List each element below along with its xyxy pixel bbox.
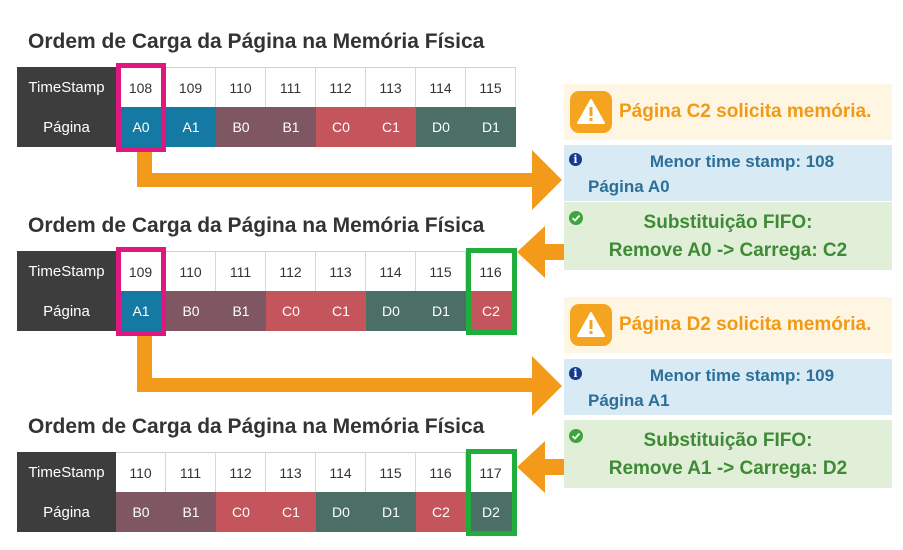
arrow-load-2	[517, 441, 564, 493]
timestamp-cell: 110	[116, 452, 166, 492]
page-cell: D0	[366, 291, 416, 331]
timestamp-cell: 115	[416, 251, 466, 291]
section-title-3: Ordem de Carga da Página na Memória Físi…	[28, 415, 485, 438]
page-cell: C0	[216, 492, 266, 532]
timestamp-cell: 112	[266, 251, 316, 291]
page-row-label: Página	[17, 492, 116, 532]
timestamp-row-label: TimeStamp	[17, 67, 116, 107]
timestamp-cell: 113	[366, 67, 416, 107]
page-cell: D2	[466, 492, 516, 532]
page-cell: B1	[266, 107, 316, 147]
info-box-2: i Menor time stamp: 109 Página A1	[564, 359, 892, 415]
page-cell: C0	[266, 291, 316, 331]
warning-icon	[570, 304, 612, 346]
timestamp-cell: 114	[366, 251, 416, 291]
timestamp-cell: 115	[366, 452, 416, 492]
page-cell: B0	[166, 291, 216, 331]
page-cell: B1	[216, 291, 266, 331]
page-cell: C1	[316, 291, 366, 331]
timestamp-cell: 116	[416, 452, 466, 492]
page-cell: D1	[366, 492, 416, 532]
new-page-highlight-3	[466, 449, 517, 536]
info-page: Página A0	[588, 177, 670, 196]
timestamp-cell: 110	[166, 251, 216, 291]
section-title-2: Ordem de Carga da Página na Memória Físi…	[28, 214, 485, 237]
page-cell: A0	[116, 107, 166, 147]
timestamp-cell: 111	[216, 251, 266, 291]
page-row-label: Página	[17, 291, 116, 331]
page-cell: C1	[366, 107, 416, 147]
result-box-2: Substituição FIFO: Remove A1 -> Carrega:…	[564, 420, 892, 488]
timestamp-cell: 116	[466, 251, 516, 291]
warning-box-2: Página D2 solicita memória.	[564, 297, 892, 353]
timestamp-cell: 111	[166, 452, 216, 492]
result-title: Substituição FIFO:	[643, 212, 813, 233]
timestamp-cell: 111	[266, 67, 316, 107]
timestamp-cell: 117	[466, 452, 516, 492]
warning-text: Página D2 solicita memória.	[619, 314, 872, 335]
timestamp-cell: 112	[216, 452, 266, 492]
page-cell: D0	[316, 492, 366, 532]
page-cell: B0	[216, 107, 266, 147]
page-cell: D1	[416, 291, 466, 331]
timestamp-cell: 109	[166, 67, 216, 107]
page-cell: C2	[416, 492, 466, 532]
new-page-highlight-2	[466, 248, 517, 335]
timestamp-cell: 113	[266, 452, 316, 492]
result-action: Remove A0 -> Carrega: C2	[608, 240, 848, 261]
timestamp-row-label: TimeStamp	[17, 251, 116, 291]
timestamp-cell: 112	[316, 67, 366, 107]
timestamp-cell: 113	[316, 251, 366, 291]
page-cell: B1	[166, 492, 216, 532]
timestamp-cell: 109	[116, 251, 166, 291]
info-page: Página A1	[588, 391, 670, 410]
page-cell: C2	[466, 291, 516, 331]
warning-text: Página C2 solicita memória.	[619, 101, 872, 122]
page-cell: A1	[116, 291, 166, 331]
check-circle-icon	[569, 211, 583, 225]
timestamp-cell: 115	[466, 67, 516, 107]
result-title: Substituição FIFO:	[643, 430, 813, 451]
arrow-load-1	[517, 226, 564, 278]
warning-icon	[570, 91, 612, 133]
result-action: Remove A1 -> Carrega: D2	[608, 458, 848, 479]
page-cell: D1	[466, 107, 516, 147]
info-min-timestamp: Menor time stamp: 108	[649, 152, 835, 171]
timestamp-row-label: TimeStamp	[17, 452, 116, 492]
result-box-1: Substituição FIFO: Remove A0 -> Carrega:…	[564, 202, 892, 270]
info-box-1: i Menor time stamp: 108 Página A0	[564, 145, 892, 201]
check-circle-icon	[569, 429, 583, 443]
info-min-timestamp: Menor time stamp: 109	[649, 366, 835, 385]
oldest-highlight-1	[116, 63, 166, 152]
page-cell: B0	[116, 492, 166, 532]
section-title-1: Ordem de Carga da Página na Memória Físi…	[28, 30, 485, 53]
page-cell: C0	[316, 107, 366, 147]
info-icon: i	[569, 367, 582, 380]
page-cell: D0	[416, 107, 466, 147]
timestamp-cell: 114	[316, 452, 366, 492]
timestamp-cell: 114	[416, 67, 466, 107]
page-cell: A1	[166, 107, 216, 147]
arrow-oldest-1	[137, 150, 562, 210]
oldest-highlight-2	[116, 247, 166, 336]
info-icon: i	[569, 153, 582, 166]
page-cell: C1	[266, 492, 316, 532]
timestamp-cell: 110	[216, 67, 266, 107]
page-row-label: Página	[17, 107, 116, 147]
warning-box-1: Página C2 solicita memória.	[564, 84, 892, 140]
arrow-oldest-2	[137, 334, 562, 416]
